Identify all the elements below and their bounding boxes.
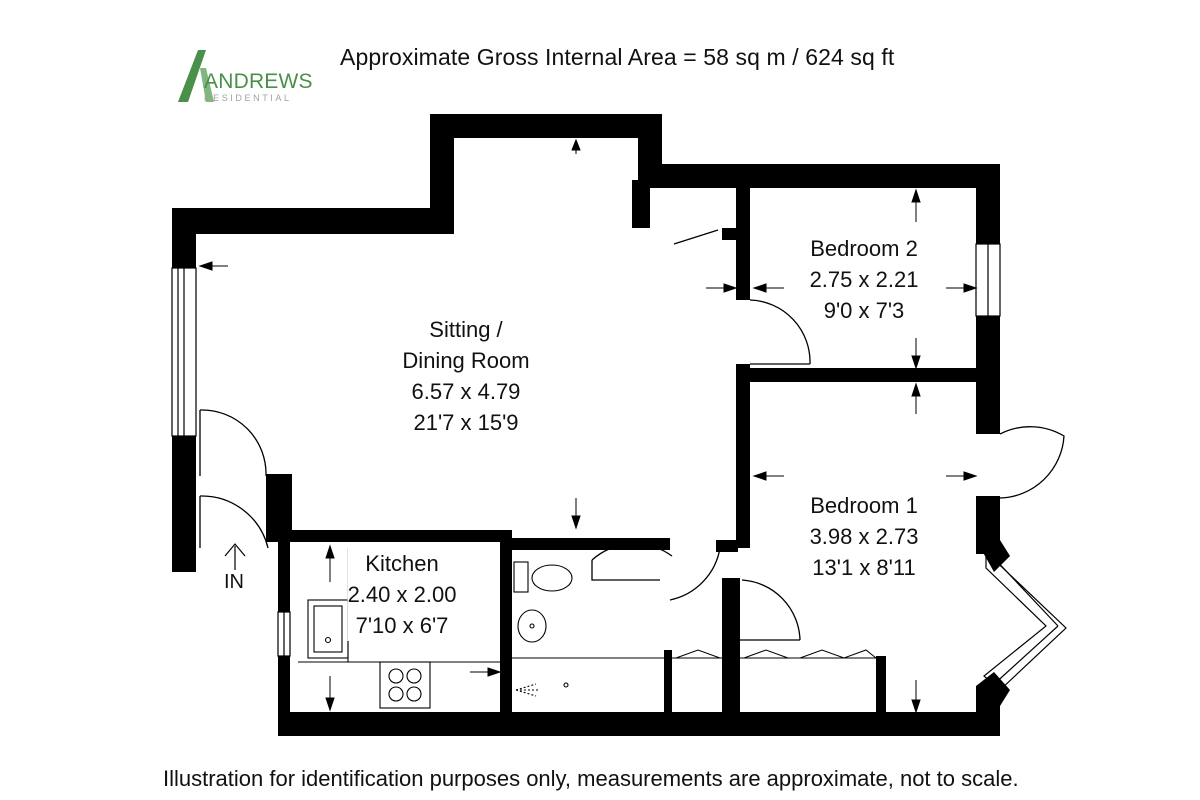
bedroom1-imperial: 13'1 x 8'11 [812,555,916,580]
kitchen-label: Kitchen 2.40 x 2.00 7'10 x 6'7 [347,548,457,641]
sitting-room-imperial: 21'7 x 15'9 [413,410,519,435]
wardrobes [512,649,877,659]
windows [171,243,1067,691]
kitchen-name: Kitchen [365,551,439,576]
disclaimer-note: Illustration for identification purposes… [163,766,1019,791]
bay-wall [976,540,1010,706]
bedroom1-name: Bedroom 1 [810,493,918,518]
bedroom2-metric: 2.75 x 2.21 [809,267,919,292]
bedroom2-name: Bedroom 2 [810,236,918,261]
logo-a-mark-icon [178,50,214,102]
bathroom-fixtures [513,561,573,697]
hob [379,661,431,709]
bedroom1-metric: 3.98 x 2.73 [809,524,919,549]
toilet-cistern [513,561,529,593]
dimension-arrows [198,138,978,714]
bedroom2-label: Bedroom 2 2.75 x 2.21 9'0 x 7'3 [810,233,919,326]
sitting-room-name-line1: Sitting / [429,317,503,342]
sitting-room-name-line2: Dining Room [402,348,530,373]
kitchen-imperial: 7'10 x 6'7 [355,613,449,638]
bedroom1-label: Bedroom 1 3.98 x 2.73 13'1 x 8'11 [810,490,919,583]
andrews-residential-logo: ANDREWS RESIDENTIAL [176,46,313,108]
entry-label: IN [224,571,244,593]
entry-arrow-icon [224,543,246,570]
sitting-room-metric: 6.57 x 4.79 [411,379,521,404]
sitting-room-label: Sitting / Dining Room 6.57 x 4.79 21'7 x… [402,314,529,438]
basin [517,609,547,643]
logo-wordmark: ANDREWS [204,70,313,93]
kitchen-metric: 2.40 x 2.00 [347,582,457,607]
bedroom2-imperial: 9'0 x 7'3 [823,298,905,323]
logo-subtitle: RESIDENTIAL [204,93,292,103]
floor-area-title: Approximate Gross Internal Area = 58 sq … [340,44,895,70]
door-swings [199,229,1065,641]
walls [172,114,1000,736]
